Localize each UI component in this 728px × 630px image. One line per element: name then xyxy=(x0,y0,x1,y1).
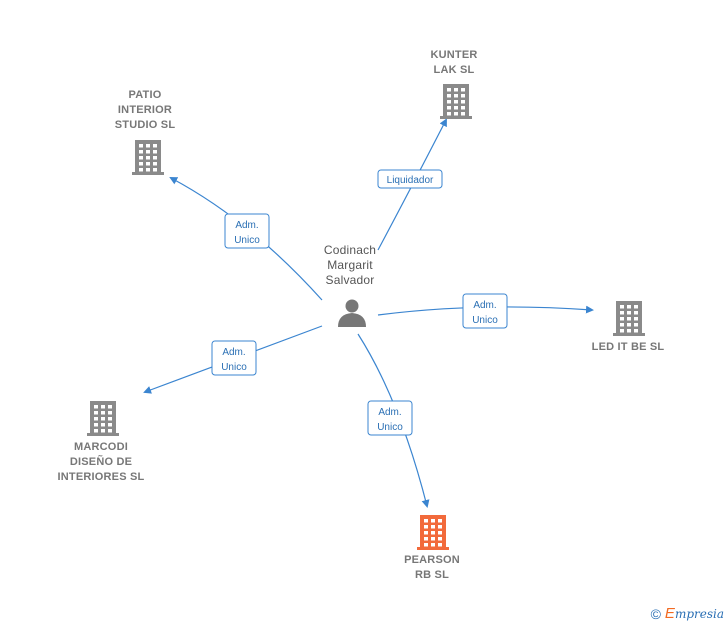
relation-tag-patio[interactable]: Adm. Unico xyxy=(224,213,270,249)
person-icon[interactable] xyxy=(338,299,366,328)
building-icon-patio[interactable] xyxy=(132,140,164,175)
brand-initial: E xyxy=(664,605,675,622)
brand-text: mpresia xyxy=(674,607,724,621)
relation-tag-pearson[interactable]: Adm. Unico xyxy=(367,400,413,436)
relation-tag-text: Liquidador xyxy=(387,175,434,186)
relation-tag-text: Adm. xyxy=(222,347,245,358)
company-name-kunter[interactable]: KUNTER LAK SL xyxy=(430,49,478,76)
relation-tag-text: Adm. xyxy=(235,220,258,231)
building-icon-ledit[interactable] xyxy=(613,301,645,336)
footer-brand: © Empresia xyxy=(651,605,724,622)
person-name-label[interactable]: Codinach Margarit Salvador xyxy=(323,243,377,287)
relation-tag-text: Unico xyxy=(472,315,498,326)
copyright-symbol: © xyxy=(650,605,661,622)
company-name-marcodi[interactable]: MARCODI DISEÑO DE INTERIORES SL xyxy=(57,441,145,483)
building-icon-pearson[interactable] xyxy=(417,515,449,550)
relation-tag-text: Unico xyxy=(234,235,260,246)
relation-tag-text: Unico xyxy=(221,362,247,373)
company-name-patio[interactable]: PATIO INTERIOR STUDIO SL xyxy=(114,89,176,131)
building-icon-kunter[interactable] xyxy=(440,84,472,119)
relation-tag-text: Adm. xyxy=(473,300,496,311)
empresia-logo: Empresia xyxy=(665,605,724,622)
company-name-ledit[interactable]: LED IT BE SL xyxy=(591,341,665,353)
company-name-pearson[interactable]: PEARSON RB SL xyxy=(404,554,460,581)
building-icon-marcodi[interactable] xyxy=(87,401,119,436)
relation-tag-text: Adm. xyxy=(378,407,401,418)
relation-tag-text: Unico xyxy=(377,422,403,433)
relation-tag-marcodi[interactable]: Adm. Unico xyxy=(211,340,257,376)
relation-tag-kunter[interactable]: Liquidador xyxy=(377,169,443,189)
relation-tag-ledit[interactable]: Adm. Unico xyxy=(462,293,508,329)
